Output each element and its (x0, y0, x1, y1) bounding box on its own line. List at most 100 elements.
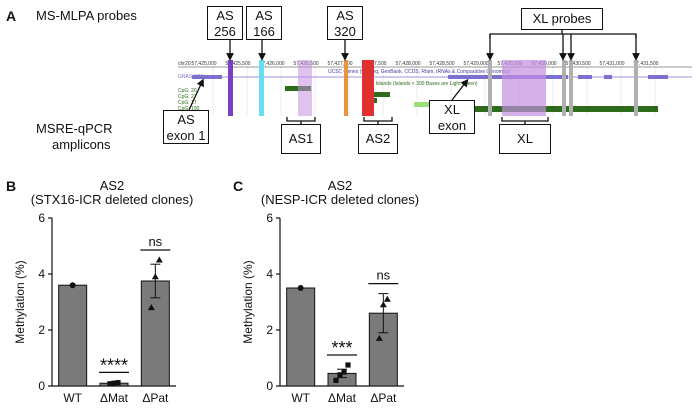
y-tick-label: 0 (266, 379, 273, 393)
probe-xl-4-bar (634, 60, 638, 116)
data-point (345, 362, 351, 368)
probe-box-as166: AS 166 (246, 6, 282, 40)
chart-subtitle: (NESP-ICR deleted clones) (261, 192, 419, 207)
arrow-as-exon1 (188, 78, 204, 111)
x-tick-label: ΔPat (370, 391, 397, 405)
amplicon-xl-band (502, 60, 546, 116)
probe-as256-bar (228, 60, 233, 116)
y-tick-label: 2 (38, 323, 45, 337)
chart-b: AS2(STX16-ICR deleted clones) 0 2 4 6Methyla… (13, 178, 194, 405)
ruler-chr: chr20: (178, 61, 192, 67)
msre-label-line: MSRE-qPCR (36, 121, 113, 136)
ruler-tick-label: 57,427,000 (327, 61, 352, 67)
significance-label: ns (148, 234, 162, 249)
data-point (147, 304, 155, 311)
cpg-row-label: CpG: 27 (178, 94, 197, 100)
brace-as1 (286, 117, 316, 124)
x-tick-label: ΔMat (100, 391, 129, 405)
probe-xl-1-bar (488, 60, 492, 116)
x-tick-label: ΔPat (142, 391, 169, 405)
data-point (69, 282, 76, 289)
data-point (107, 381, 113, 387)
x-tick-label: ΔMat (328, 391, 357, 405)
genome-browser-svg: chr20:57,425,000 57,425,500 57,426,000 57,4… (178, 58, 692, 116)
brace-as2 (363, 117, 393, 124)
probe-xl-2-bar (562, 60, 566, 116)
y-tick-label: 0 (38, 379, 45, 393)
cpg-row-label: CpG: 17 (178, 100, 197, 106)
y-tick-label: 4 (38, 267, 45, 281)
data-point (151, 273, 159, 280)
chart-c: AS2(NESP-ICR deleted clones)0246Methylat… (241, 178, 419, 405)
cpg-island-light (414, 102, 430, 107)
ruler-tick-label: 57,427,500 (361, 61, 386, 67)
ucsc-caption: UCSC Genes (RefSeq, GenBank, CCDS, Rfam,… (328, 69, 511, 75)
panel-a-label: A (6, 8, 17, 24)
bar-0 (58, 284, 88, 387)
data-point (337, 372, 343, 378)
data-point (375, 334, 383, 341)
cpg-island-27 (365, 92, 390, 97)
cpg-row-label: CpG: 26 (178, 88, 197, 94)
ruler-tick-label: 57,425,500 (225, 61, 250, 67)
bar-0 (286, 287, 316, 387)
y-tick-label: 6 (38, 211, 45, 225)
panel-a-annotations (188, 30, 640, 124)
ruler-tick-label: 57,431,000 (599, 61, 624, 67)
panel-b-label: B (6, 178, 17, 194)
amplicon-as1-band (298, 60, 312, 116)
probe-box-xl: XL probes (521, 8, 603, 30)
probe-arrows (188, 30, 640, 124)
gene-exon-5 (648, 75, 668, 79)
amplicon-as2-band (362, 60, 374, 116)
msre-label-line: amplicons (52, 137, 111, 152)
y-tick-label: 4 (266, 267, 273, 281)
probe-box-as256: AS 256 (207, 6, 243, 40)
callout-as-exon1: AS exon 1 (163, 110, 209, 144)
ruler-tick-label: 57,428,000 (395, 61, 420, 67)
track-gene-name: GNAS-AS1 (178, 74, 204, 80)
gene-exon-1 (192, 75, 222, 79)
amplicon-box-as1: AS1 (281, 124, 321, 154)
arrow-xl-exon (451, 78, 469, 101)
significance-label: **** (100, 355, 128, 375)
probe-box-as320: AS 320 (327, 6, 363, 40)
y-axis-label: Methylation (%) (13, 260, 27, 343)
significance-label: ns (376, 268, 390, 283)
genome-browser: chr20:57,425,000 57,425,500 57,426,000 57,4… (178, 58, 692, 116)
cpg-caption: CpG Islands (Islands < 300 Bases are Lig… (364, 81, 478, 87)
probe-as320-bar (344, 60, 348, 116)
x-tick-label: WT (291, 391, 310, 405)
chart-subtitle: (STX16-ICR deleted clones) (31, 192, 194, 207)
data-point (341, 369, 347, 375)
data-point (115, 380, 121, 386)
data-point (333, 377, 339, 383)
panel-c-label: C (233, 178, 244, 194)
data-point (111, 380, 117, 386)
y-tick-label: 2 (266, 323, 273, 337)
amplicon-box-as2: AS2 (358, 124, 398, 154)
chart-title: AS2 (100, 178, 125, 193)
chart-title: AS2 (328, 178, 353, 193)
data-point (379, 301, 387, 308)
ruler-tick-label: 57,431,500 (633, 61, 658, 67)
x-tick-label: WT (63, 391, 82, 405)
mlpa-label: MS-MLPA probes (36, 8, 137, 23)
ruler-tick-label: 57,428,500 (429, 61, 454, 67)
gene-exon-3 (578, 75, 592, 79)
y-tick-label: 6 (266, 211, 273, 225)
bar-2 (140, 280, 170, 387)
significance-label: *** (331, 338, 352, 358)
ruler-tick-label: 57,426,000 (259, 61, 284, 67)
data-point (297, 285, 304, 291)
data-point (155, 256, 163, 263)
ruler-tick-label: 57,425,000 (191, 61, 216, 67)
amplicon-box-xl: XL (499, 124, 551, 154)
callout-xl-exon: XL exon (429, 100, 475, 134)
data-point (383, 295, 391, 302)
gene-exon-4 (604, 75, 612, 79)
brace-xl (501, 117, 549, 124)
probe-xl-3-bar (569, 60, 573, 116)
ruler-tick-label: 57,430,500 (565, 61, 590, 67)
